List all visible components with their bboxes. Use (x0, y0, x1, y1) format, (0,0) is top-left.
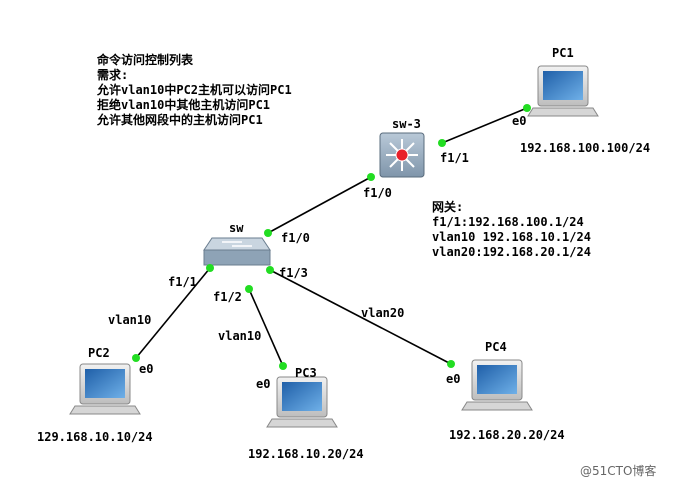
sw-port-f1-0: f1/0 (281, 231, 310, 245)
pc3-vlan-label: vlan10 (218, 329, 262, 343)
port-dot-sw3-f1-1 (438, 139, 446, 147)
pc2-vlan-label: vlan10 (108, 313, 152, 327)
link-sw-pc3 (248, 288, 284, 367)
pc2-computer-icon[interactable] (69, 363, 141, 415)
sw-switch-icon[interactable] (203, 237, 271, 266)
port-dot-pc4-e0 (447, 360, 455, 368)
port-dot-sw-f1-3 (266, 266, 274, 274)
pc1-computer-icon[interactable] (527, 65, 599, 117)
note-line: vlan20:192.168.20.1/24 (432, 245, 591, 259)
requirements-note: 命令访问控制列表 需求: 允许vlan10中PC2主机可以访问PC1 拒绝vla… (97, 53, 292, 128)
sw3-port-f1-0: f1/0 (363, 186, 392, 200)
port-dot-sw3-f1-0 (367, 173, 375, 181)
port-dot-sw-f1-2 (245, 285, 253, 293)
pc2-iface: e0 (139, 362, 154, 376)
pc1-ip: 192.168.100.100/24 (520, 141, 651, 155)
link-sw3-sw (267, 176, 372, 234)
sw-port-f1-2: f1/2 (213, 290, 242, 304)
port-dot-sw-f1-0 (264, 229, 272, 237)
note-line: 网关: (432, 200, 464, 214)
pc3-computer-icon[interactable] (266, 376, 338, 428)
note-line: f1/1:192.168.100.1/24 (432, 215, 584, 229)
note-line: 允许vlan10中PC2主机可以访问PC1 (97, 83, 292, 97)
gateway-note: 网关: f1/1:192.168.100.1/24 vlan10 192.168… (432, 200, 591, 260)
pc3-ip: 192.168.10.20/24 (248, 447, 364, 461)
link-sw-pc4 (269, 269, 452, 365)
pc4-iface: e0 (446, 372, 461, 386)
pc4-vlan-label: vlan20 (361, 306, 405, 320)
note-line: vlan10 192.168.10.1/24 (432, 230, 591, 244)
sw-port-f1-3: f1/3 (279, 266, 308, 280)
link-pc1-sw3 (441, 107, 528, 144)
note-line: 允许其他网段中的主机访问PC1 (97, 113, 263, 127)
note-line: 需求: (97, 68, 129, 82)
pc3-iface: e0 (256, 377, 271, 391)
port-dots (132, 104, 531, 370)
sw3-l3-switch-icon[interactable] (379, 132, 425, 178)
links (135, 107, 528, 367)
pc1-iface: e0 (512, 114, 527, 128)
sw3-port-f1-1: f1/1 (440, 151, 469, 165)
pc1-name: PC1 (552, 46, 574, 60)
watermark: @51CTO博客 (580, 464, 657, 478)
pc4-ip: 192.168.20.20/24 (449, 428, 565, 442)
port-dot-sw-f1-1 (206, 264, 214, 272)
note-line: 命令访问控制列表 (97, 53, 194, 67)
pc4-computer-icon[interactable] (461, 359, 533, 411)
sw-port-f1-1: f1/1 (168, 275, 197, 289)
port-dot-pc3-e0 (279, 362, 287, 370)
sw-name: sw (229, 221, 244, 235)
pc3-name: PC3 (295, 366, 317, 380)
port-dot-pc1-e0 (523, 104, 531, 112)
sw3-name: sw-3 (392, 117, 421, 131)
note-line: 拒绝vlan10中其他主机访问PC1 (97, 98, 271, 112)
pc2-name: PC2 (88, 346, 110, 360)
link-sw-pc2 (135, 267, 211, 359)
port-dot-pc2-e0 (132, 354, 140, 362)
pc4-name: PC4 (485, 340, 507, 354)
pc2-ip: 129.168.10.10/24 (37, 430, 153, 444)
